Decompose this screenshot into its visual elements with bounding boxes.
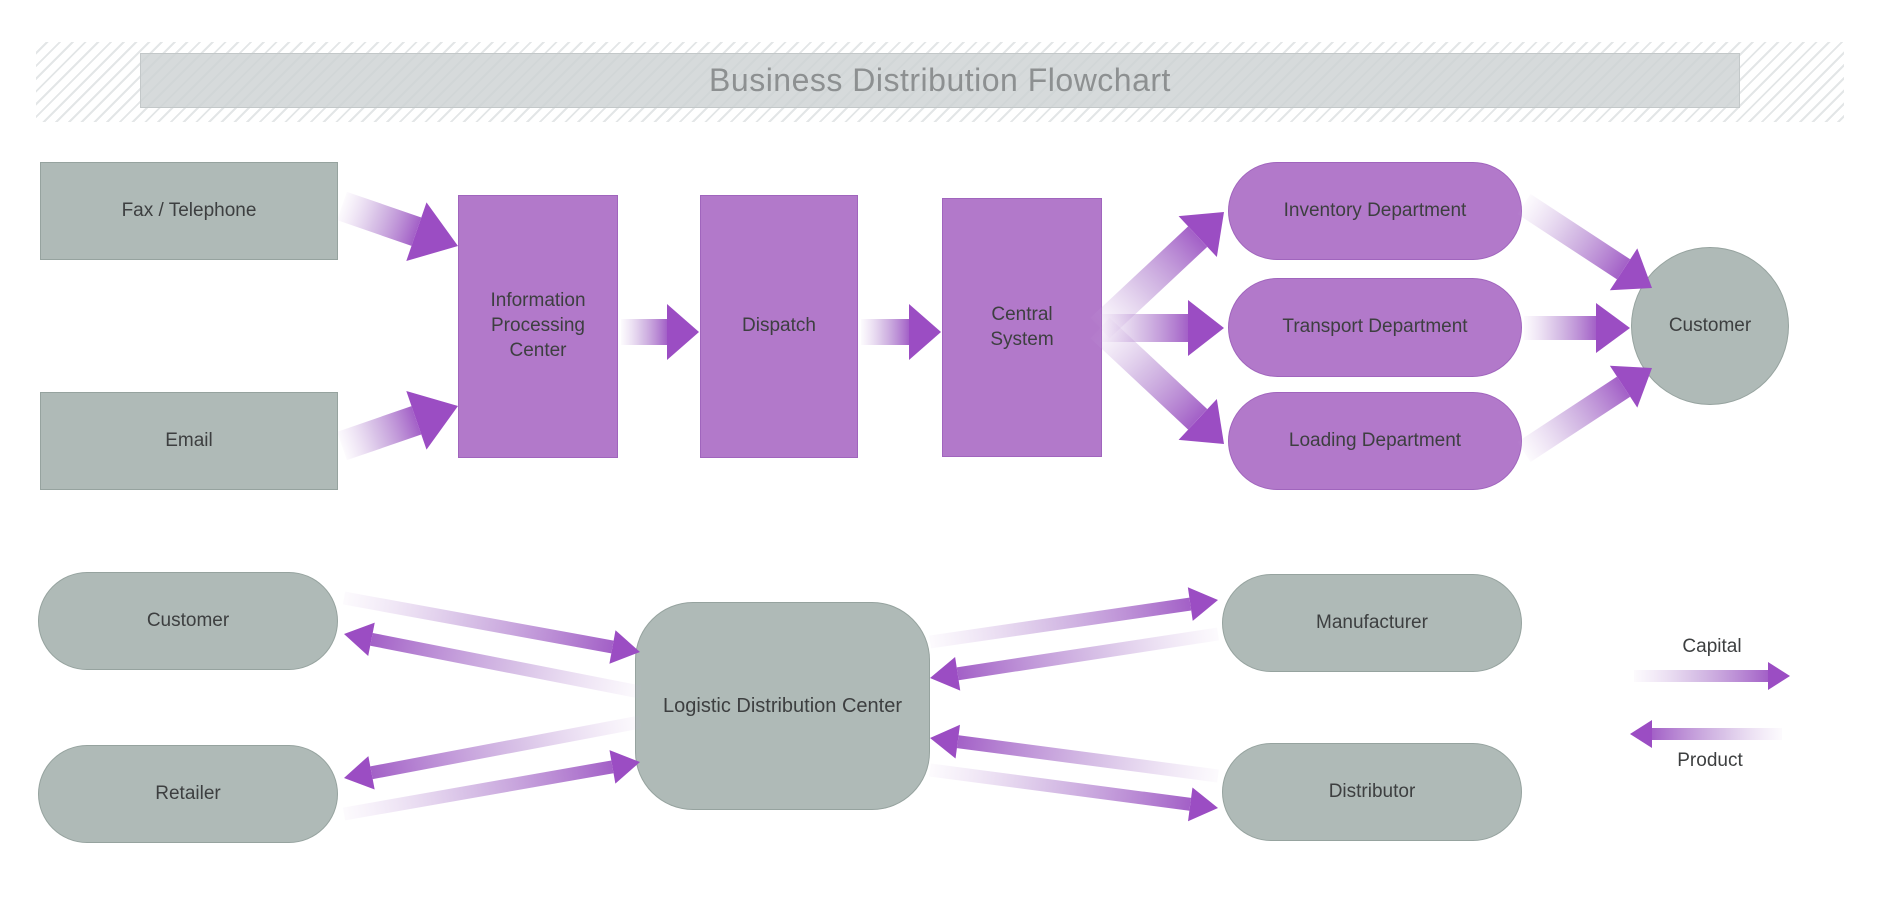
node-inventory-department-label: Inventory Department	[1283, 199, 1467, 221]
edge-ipc-to-dispatch	[621, 304, 699, 360]
edge-dispatch-to-central	[861, 304, 941, 360]
node-retailer-label: Retailer	[155, 782, 221, 804]
edge-customer-to-ldc-capital	[342, 591, 640, 664]
node-information-processing-center[interactable]: Information Processing Center	[458, 195, 618, 458]
node-logistic-distribution-center-label: Logistic Distribution Center	[663, 695, 902, 717]
node-email[interactable]: Email	[40, 392, 338, 490]
node-email-label: Email	[165, 429, 213, 451]
edge-manufacturer-to-ldc-product	[930, 627, 1219, 691]
edge-email-to-ipc	[337, 391, 458, 461]
node-dispatch[interactable]: Dispatch	[700, 195, 858, 458]
edge-distributor-to-ldc-product	[930, 724, 1219, 783]
node-distributor[interactable]: Distributor	[1222, 743, 1522, 841]
node-loading-department-label: Loading Department	[1288, 429, 1462, 451]
node-dispatch-label: Dispatch	[742, 315, 816, 337]
node-retailer[interactable]: Retailer	[38, 745, 338, 843]
edge-transport-to-customer	[1524, 303, 1630, 353]
node-fax-telephone[interactable]: Fax / Telephone	[40, 162, 338, 260]
node-inventory-department[interactable]: Inventory Department	[1228, 162, 1522, 260]
title-bar: Business Distribution Flowchart	[140, 53, 1740, 108]
node-customer-bottom[interactable]: Customer	[38, 572, 338, 670]
node-transport-department[interactable]: Transport Department	[1228, 278, 1522, 377]
node-customer-bottom-label: Customer	[146, 609, 230, 631]
node-information-processing-center-label: Information Processing Center	[490, 290, 586, 361]
edge-central-to-inventory	[1090, 212, 1225, 339]
edge-central-to-loading	[1090, 317, 1225, 444]
edge-central-to-transport	[1100, 300, 1224, 356]
node-distributor-label: Distributor	[1328, 780, 1416, 802]
node-logistic-distribution-center[interactable]: Logistic Distribution Center	[635, 602, 930, 810]
node-central-system[interactable]: Central System	[942, 198, 1102, 457]
node-manufacturer-label: Manufacturer	[1316, 611, 1428, 633]
node-customer-top-label: Customer	[1668, 314, 1752, 336]
node-manufacturer[interactable]: Manufacturer	[1222, 574, 1522, 672]
page-title: Business Distribution Flowchart	[709, 62, 1171, 98]
legend-product-label: Product	[1677, 750, 1743, 771]
edge-ldc-to-distributor-capital	[929, 763, 1218, 822]
edge-ldc-to-customer-product	[344, 622, 642, 699]
edge-ldc-to-retailer-product	[343, 715, 642, 790]
edge-fax-to-ipc	[337, 191, 458, 261]
node-transport-department-label: Transport Department	[1282, 316, 1468, 338]
node-fax-telephone-label: Fax / Telephone	[121, 199, 257, 221]
edge-ldc-to-manufacturer-capital	[929, 587, 1218, 649]
legend-capital-arrow	[1634, 662, 1790, 690]
node-loading-department[interactable]: Loading Department	[1228, 392, 1522, 490]
legend-capital-label: Capital	[1682, 636, 1742, 657]
node-central-system-label: Central System	[990, 303, 1054, 350]
node-customer-top[interactable]: Customer	[1631, 247, 1789, 405]
edge-retailer-to-ldc-capital	[342, 750, 641, 821]
legend-product-arrow	[1630, 720, 1782, 748]
